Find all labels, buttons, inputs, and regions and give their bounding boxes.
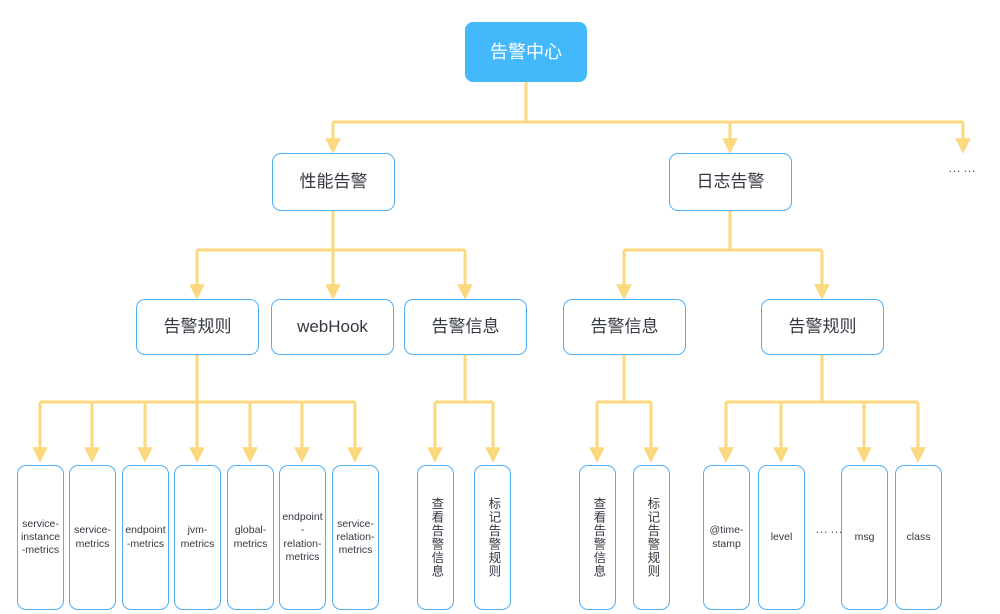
node-log-alarm-rules[interactable]: 告警规则 bbox=[761, 299, 884, 355]
leaf-global-metrics[interactable]: global-metrics bbox=[227, 465, 274, 610]
leaf-service-metrics[interactable]: service-metrics bbox=[69, 465, 116, 610]
node-label: 告警规则 bbox=[788, 317, 857, 337]
leaf-label: 查看告警信息 bbox=[591, 497, 606, 578]
leaf-view-alarm-info-performance[interactable]: 查看告警信息 bbox=[417, 465, 454, 610]
ellipsis-more-log-fields: …… bbox=[808, 518, 852, 538]
node-label: webHook bbox=[297, 317, 368, 337]
leaf-mark-alarm-rule-log[interactable]: 标记告警规则 bbox=[633, 465, 670, 610]
node-performance-alarm-rules[interactable]: 告警规则 bbox=[136, 299, 259, 355]
node-label: 告警信息 bbox=[431, 317, 500, 337]
node-performance-webhook[interactable]: webHook bbox=[271, 299, 394, 355]
leaf-label: msg bbox=[854, 530, 875, 543]
leaf-label: service-relation-metrics bbox=[336, 517, 375, 557]
leaf-label: 查看告警信息 bbox=[429, 497, 444, 578]
leaf-endpoint-metrics[interactable]: endpoint-metrics bbox=[122, 465, 169, 610]
leaf-label: 标记告警规则 bbox=[486, 497, 501, 578]
leaf-label: service-instance-metrics bbox=[20, 517, 61, 557]
leaf-label: 标记告警规则 bbox=[645, 497, 660, 578]
node-performance-alarm[interactable]: 性能告警 bbox=[272, 153, 395, 211]
leaf-service-relation-metrics[interactable]: service-relation-metrics bbox=[332, 465, 379, 610]
leaf-label: level bbox=[770, 530, 793, 543]
ellipsis-label: …… bbox=[948, 159, 978, 175]
node-log-alarm[interactable]: 日志告警 bbox=[669, 153, 792, 211]
leaf-service-instance-metrics[interactable]: service-instance-metrics bbox=[17, 465, 64, 610]
leaf-label: service-metrics bbox=[74, 524, 111, 550]
leaf-msg-field[interactable]: msg bbox=[841, 465, 888, 610]
node-label: 告警中心 bbox=[490, 41, 562, 62]
node-performance-alarm-info[interactable]: 告警信息 bbox=[404, 299, 527, 355]
node-alarm-center-root[interactable]: 告警中心 bbox=[465, 22, 587, 82]
leaf-view-alarm-info-log[interactable]: 查看告警信息 bbox=[579, 465, 616, 610]
leaf-label: @time-stamp bbox=[709, 524, 744, 550]
leaf-label: global-metrics bbox=[233, 524, 268, 550]
leaf-label: class bbox=[906, 530, 931, 543]
node-label: 日志告警 bbox=[696, 172, 765, 192]
leaf-label: endpoint-relation-metrics bbox=[282, 511, 323, 563]
node-log-alarm-info[interactable]: 告警信息 bbox=[563, 299, 686, 355]
ellipsis-more-categories: …… bbox=[933, 157, 993, 177]
leaf-label: jvm-metrics bbox=[180, 524, 215, 550]
ellipsis-label: …… bbox=[815, 520, 845, 536]
leaf-level-field[interactable]: level bbox=[758, 465, 805, 610]
leaf-label: endpoint-metrics bbox=[125, 524, 166, 550]
node-label: 告警规则 bbox=[163, 317, 232, 337]
leaf-class-field[interactable]: class bbox=[895, 465, 942, 610]
node-label: 性能告警 bbox=[299, 172, 368, 192]
leaf-timestamp-field[interactable]: @time-stamp bbox=[703, 465, 750, 610]
leaf-endpoint-relation-metrics[interactable]: endpoint-relation-metrics bbox=[279, 465, 326, 610]
node-label: 告警信息 bbox=[590, 317, 659, 337]
leaf-mark-alarm-rule-performance[interactable]: 标记告警规则 bbox=[474, 465, 511, 610]
leaf-jvm-metrics[interactable]: jvm-metrics bbox=[174, 465, 221, 610]
